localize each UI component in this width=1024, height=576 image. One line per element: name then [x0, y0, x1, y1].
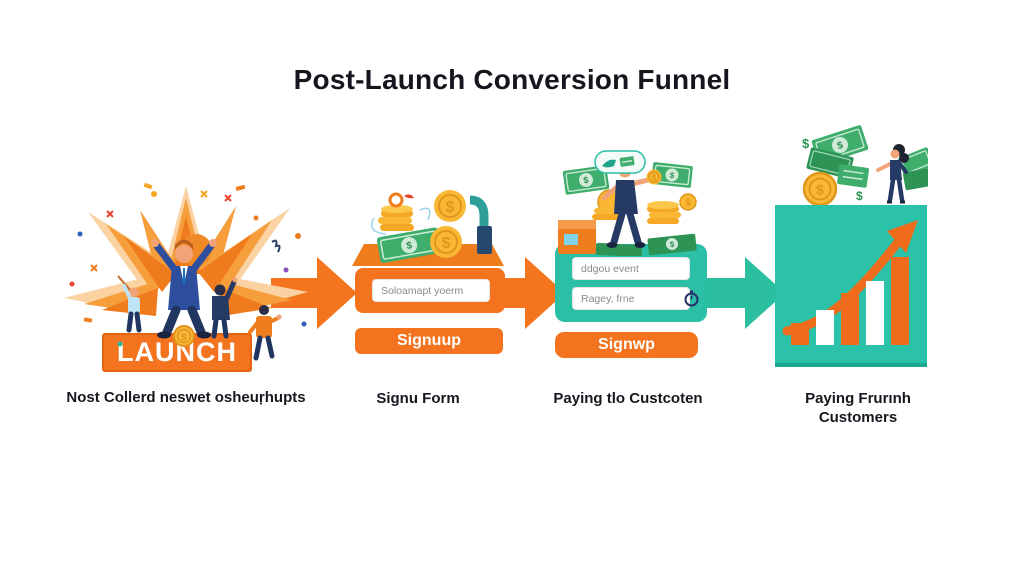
signup-button[interactable]: Signuup: [355, 328, 503, 354]
money-bill-icon: $: [562, 165, 610, 195]
money-bill-icon: $: [647, 233, 697, 256]
event-input[interactable]: [572, 257, 690, 280]
money-bill-icon: [837, 164, 869, 188]
money-bill-icon: $: [651, 162, 693, 188]
hand-money-icon: [594, 150, 646, 174]
svg-text:$: $: [836, 140, 845, 152]
caption-signup-form: Signu Form: [376, 390, 460, 407]
svg-text:$: $: [446, 199, 455, 216]
svg-text:$: $: [669, 171, 675, 180]
arrow-right-icon: [699, 257, 785, 329]
coin-stack-icon: [592, 201, 681, 224]
caption-paying-frurinh: Paying Frurınh Customers: [805, 390, 911, 426]
page-title: Post-Launch Conversion Funnel: [293, 64, 731, 95]
growth-money-illustration: $ $ $ $: [802, 125, 928, 207]
chart-bar: [791, 323, 809, 345]
svg-text:$: $: [442, 235, 451, 252]
coin-icon: $: [679, 193, 697, 211]
chart-bar: [866, 281, 884, 345]
celebrating-person-right: [211, 277, 238, 339]
arrow-right-icon: [479, 257, 565, 329]
dollar-coin-icon: $ $: [430, 190, 466, 258]
growth-chart-panel: [775, 205, 927, 367]
signup-input[interactable]: [372, 279, 490, 302]
svg-text:$: $: [583, 175, 589, 186]
walking-person: [248, 305, 282, 361]
stage-signup-form: $ $ $: [348, 188, 508, 356]
chart-bar: [841, 293, 859, 345]
svg-text:$: $: [652, 173, 657, 182]
signup-panel: [355, 268, 505, 313]
registration-panel: [555, 244, 707, 322]
bar-chart: [791, 257, 909, 345]
business-woman: [876, 144, 909, 204]
money-coins-illustration: $ $ $: [352, 190, 504, 266]
customer-money-illustration: $ $: [558, 158, 697, 256]
svg-text:$: $: [856, 189, 863, 203]
stage-launch: LAUNCH: [58, 172, 316, 378]
dollar-coin-icon: $: [802, 171, 838, 207]
coin-stack-icon: [378, 205, 414, 231]
caption-launch: Nost Collerd neswet osheuŗhupts: [66, 389, 306, 406]
caption-paying-customers: Paying tlo Custcoten: [553, 390, 703, 407]
stage-growth: $ $ $ $: [773, 122, 930, 370]
launch-banner: LAUNCH: [102, 333, 252, 372]
svg-text:$: $: [816, 182, 824, 198]
confetti-icon: [69, 182, 307, 347]
celebrating-person-left: [117, 275, 142, 333]
money-pipe-icon: [469, 195, 492, 254]
svg-text:$: $: [669, 240, 675, 249]
svg-text:$: $: [802, 136, 810, 151]
signup-button-2[interactable]: Signwp: [555, 332, 698, 358]
money-bill-icon: $: [376, 227, 442, 263]
stopwatch-icon: [684, 290, 699, 307]
chart-bar: [891, 257, 909, 345]
package-icon: [558, 220, 596, 254]
celebrating-person-center: [151, 234, 217, 339]
svg-text:$: $: [685, 198, 690, 208]
arrow-right-icon: [271, 257, 357, 329]
svg-text:$: $: [406, 240, 414, 252]
register-free-input[interactable]: [572, 287, 690, 310]
stage-paying-customers: $ $: [552, 148, 710, 360]
chart-bar: [816, 310, 834, 345]
